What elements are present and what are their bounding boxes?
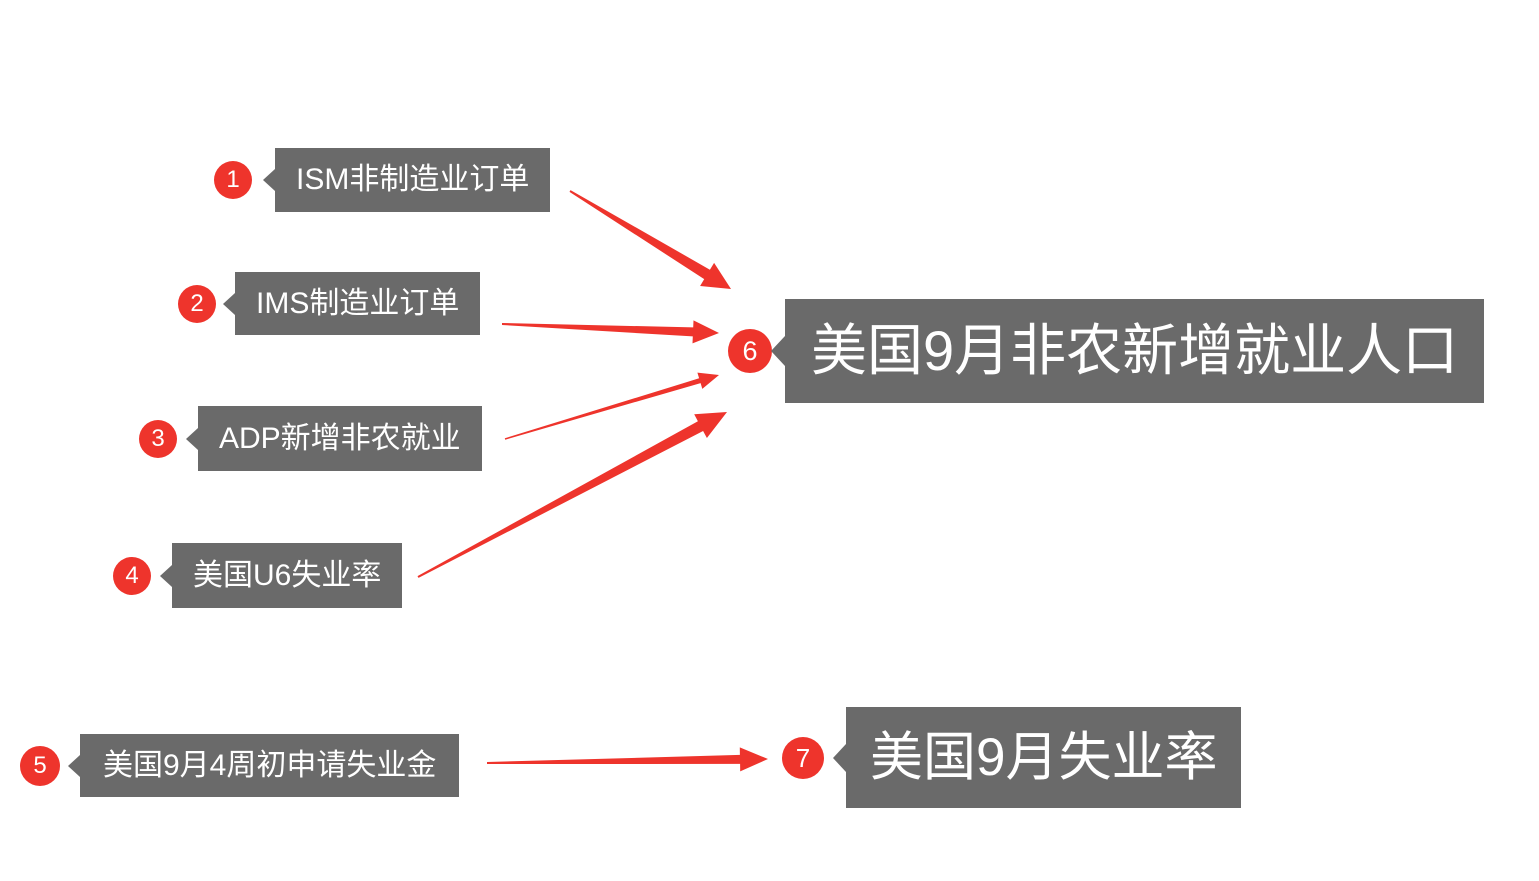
node-4-number-badge: 4 xyxy=(113,556,151,595)
node-4-label: 美国U6失业率 xyxy=(193,558,382,592)
bubble-notch-icon xyxy=(833,743,846,772)
node-us-u6-unemployment: 4 美国U6失业率 xyxy=(113,543,403,608)
node-3-label: ADP新增非农就业 xyxy=(219,421,461,455)
node-2-label: IMS制造业订单 xyxy=(256,286,460,320)
node-4-label-bubble: 美国U6失业率 xyxy=(160,543,403,608)
bubble-notch-icon xyxy=(160,564,172,587)
node-1-label: ISM非制造业订单 xyxy=(296,163,530,196)
bubble-notch-icon xyxy=(186,427,198,450)
node-7-label-bubble: 美国9月失业率 xyxy=(833,707,1242,808)
node-5-number-badge: 5 xyxy=(20,745,60,786)
node-1-label-bubble: ISM非制造业订单 xyxy=(263,148,551,212)
bubble-notch-icon xyxy=(263,169,275,191)
edge-arrow-1-6 xyxy=(569,190,731,289)
node-2-label-bubble: IMS制造业订单 xyxy=(223,272,481,335)
node-1-number-badge: 1 xyxy=(214,161,252,199)
node-6-label-bubble: 美国9月非农新增就业人口 xyxy=(771,299,1485,403)
node-ims-manufacturing-orders: 2 IMS制造业订单 xyxy=(178,272,481,335)
node-nonfarm-payrolls: 6 美国9月非农新增就业人口 xyxy=(728,299,1485,403)
node-adp-nonfarm-employment: 3 ADP新增非农就业 xyxy=(139,406,482,471)
node-2-number-badge: 2 xyxy=(178,284,216,323)
node-5-label: 美国9月4周初申请失业金 xyxy=(103,748,437,782)
edge-arrow-3-6 xyxy=(504,372,719,440)
bubble-notch-icon xyxy=(771,336,785,366)
node-6-label: 美国9月非农新增就业人口 xyxy=(811,319,1459,382)
node-6-number-badge: 6 xyxy=(728,329,772,373)
edge-arrow-5-7 xyxy=(487,747,768,772)
node-7-number-badge: 7 xyxy=(782,736,824,779)
node-ism-nonmanufacturing-orders: 1 ISM非制造业订单 xyxy=(214,148,551,212)
node-3-number-badge: 3 xyxy=(139,419,177,458)
node-initial-jobless-claims: 5 美国9月4周初申请失业金 xyxy=(20,734,460,797)
bubble-notch-icon xyxy=(223,292,235,315)
node-5-label-bubble: 美国9月4周初申请失业金 xyxy=(68,734,460,797)
node-3-label-bubble: ADP新增非农就业 xyxy=(186,406,482,471)
bubble-notch-icon xyxy=(68,754,80,777)
node-unemployment-rate: 7 美国9月失业率 xyxy=(782,707,1242,808)
edge-arrow-2-6 xyxy=(502,320,719,344)
node-7-label: 美国9月失业率 xyxy=(870,728,1218,787)
